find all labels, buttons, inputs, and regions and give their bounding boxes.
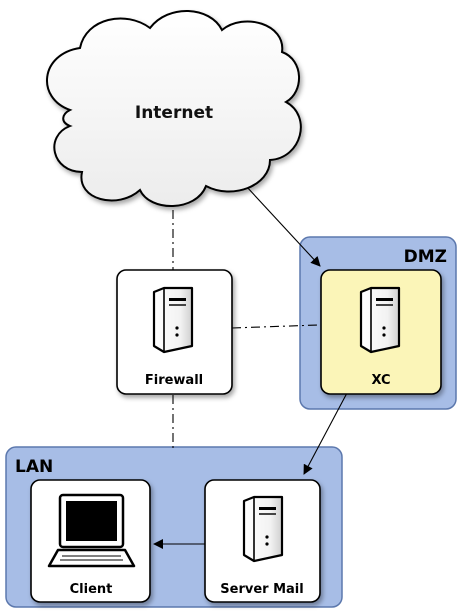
server-mail-node: Server Mail bbox=[204, 479, 321, 603]
internet-xc-arrow bbox=[245, 185, 321, 267]
client-label: Client bbox=[70, 582, 113, 597]
laptop-icon bbox=[47, 493, 136, 568]
server-mail-label: Server Mail bbox=[220, 582, 303, 597]
firewall-node: Firewall bbox=[116, 269, 233, 395]
cloud-icon bbox=[46, 10, 302, 207]
dmz-label: DMZ bbox=[404, 247, 447, 267]
server-tower-icon bbox=[152, 286, 194, 354]
server-tower-icon bbox=[242, 495, 284, 563]
firewall-xc-link bbox=[231, 324, 319, 329]
internet-label: Internet bbox=[135, 103, 213, 123]
xc-label: XC bbox=[371, 373, 390, 388]
lan-label: LAN bbox=[15, 457, 53, 477]
server-tower-icon bbox=[359, 286, 401, 354]
connections bbox=[153, 185, 348, 549]
client-node: Client bbox=[30, 479, 151, 603]
firewall-label: Firewall bbox=[145, 373, 203, 388]
internet-cloud: Internet bbox=[46, 10, 302, 207]
xc-node: XC bbox=[320, 269, 442, 395]
xc-servermail-arrow bbox=[303, 392, 348, 475]
